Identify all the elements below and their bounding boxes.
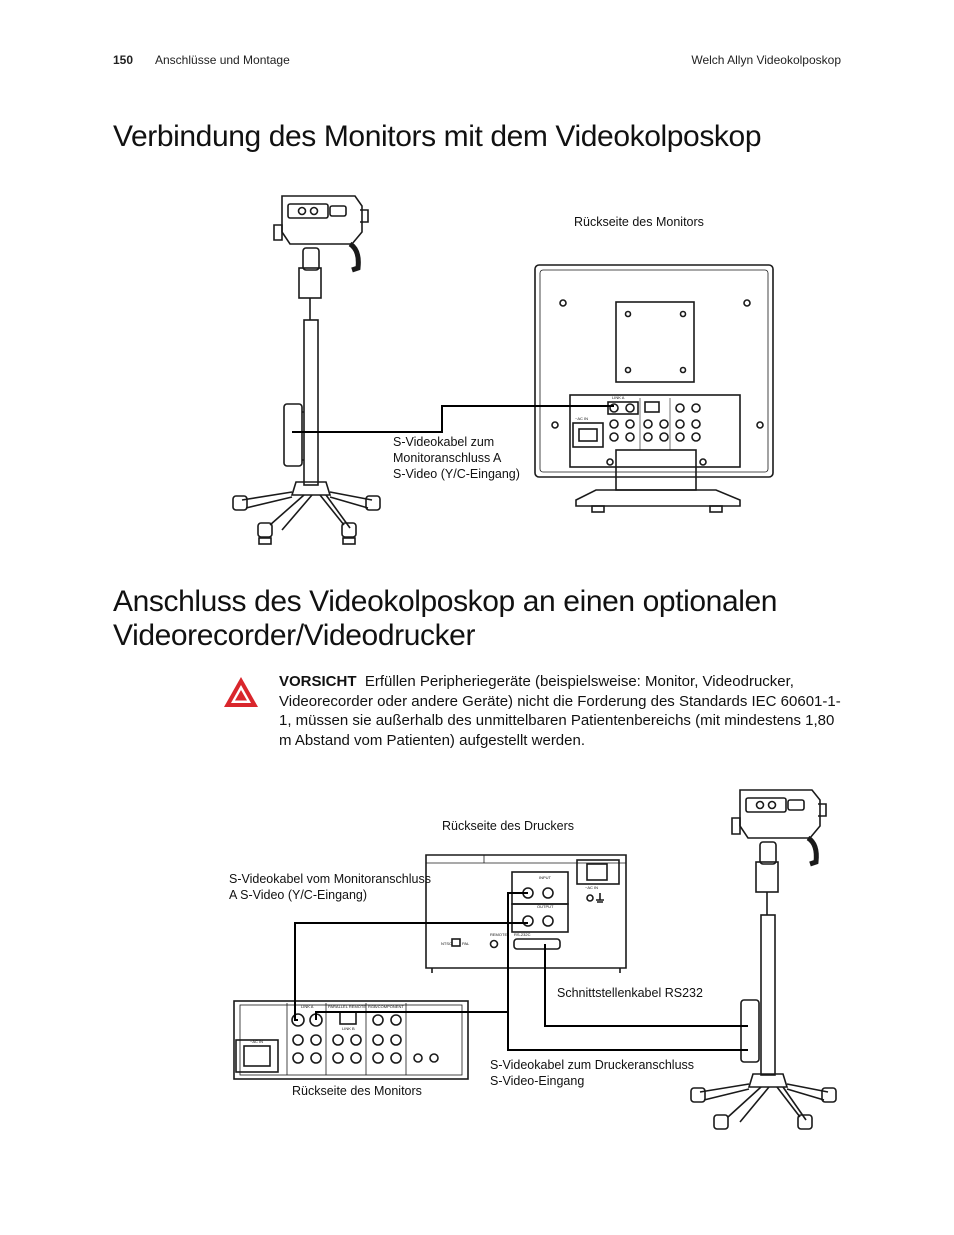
panel-label-input: INPUT bbox=[539, 875, 552, 880]
panel-label-pal: PAL bbox=[462, 941, 470, 946]
label-line: A S-Video (Y/C-Eingang) bbox=[229, 888, 368, 902]
colposcope-stand-2 bbox=[690, 789, 837, 1130]
label-cable-to-printer: S-Videokabel zum Druckeranschluss S-Vide… bbox=[490, 1057, 694, 1089]
label-line: S-Video-Eingang bbox=[490, 1074, 585, 1088]
label-cable-from-monitor: S-Videokabel vom Monitoranschluss A S-Vi… bbox=[229, 871, 431, 903]
panel-label-link-a-2: LINK A bbox=[301, 1004, 314, 1009]
label-monitor-back-1: Rückseite des Monitors bbox=[574, 215, 704, 229]
caution-note: VORSICHT Erfüllen Peripheriegeräte (beis… bbox=[279, 672, 844, 750]
section2-title-line1: Anschluss des Videokolposkop an einen op… bbox=[113, 585, 778, 618]
label-line: S-Videokabel vom Monitoranschluss bbox=[229, 872, 431, 886]
panel-label-output: OUTPUT bbox=[537, 904, 554, 909]
cable-svideo-to-printer bbox=[315, 892, 748, 1051]
header-section: Anschlüsse und Montage bbox=[155, 53, 290, 67]
warning-triangle-icon bbox=[224, 677, 258, 707]
panel-label-rgb-component: RGB/COMPONENT bbox=[368, 1004, 404, 1009]
label-line: S-Video (Y/C-Eingang) bbox=[393, 467, 520, 481]
panel-label-ac-in-monitor: ~AC IN bbox=[250, 1039, 263, 1044]
panel-label-link-a: LINK A bbox=[612, 395, 625, 400]
label-rs232-cable: Schnittstellenkabel RS232 bbox=[557, 986, 703, 1000]
panel-label-link-b: LINK B bbox=[342, 1026, 355, 1031]
figure-monitor-connection: LINK A ~AC IN bbox=[232, 195, 774, 545]
section1-title: Verbindung des Monitors mit dem Videokol… bbox=[113, 120, 762, 153]
panel-label-ac-in-printer: ~AC IN bbox=[585, 885, 598, 890]
panel-label-rs232c: RS-232C bbox=[514, 932, 531, 937]
label-monitor-back-2: Rückseite des Monitors bbox=[292, 1084, 422, 1098]
panel-label-remote: REMOTE bbox=[490, 932, 507, 937]
monitor-rear bbox=[534, 264, 774, 513]
section2-title-line2: Videorecorder/Videodrucker bbox=[113, 619, 476, 652]
caution-text: Erfüllen Peripheriegeräte (beispielsweis… bbox=[279, 673, 841, 749]
monitor-rear-bottom bbox=[233, 1000, 469, 1080]
label-line: Monitoranschluss A bbox=[393, 451, 502, 465]
panel-label-ac-in: ~AC IN bbox=[575, 416, 588, 421]
panel-label-parallel-remote: PARALLEL REMOTE bbox=[328, 1004, 366, 1009]
label-line: S-Videokabel zum bbox=[393, 435, 495, 449]
panel-label-ntsc: NTSC bbox=[441, 941, 452, 946]
cable-rs232 bbox=[544, 944, 748, 1027]
label-svideo-cable-1: S-Videokabel zum Monitoranschluss A S-Vi… bbox=[393, 434, 520, 482]
section2-title: Anschluss des Videokolposkop an einen op… bbox=[113, 585, 833, 653]
printer-rear bbox=[425, 854, 627, 973]
label-printer-back: Rückseite des Druckers bbox=[442, 819, 574, 833]
cable-monitor-to-printer bbox=[294, 922, 528, 1021]
label-line: S-Videokabel zum Druckeranschluss bbox=[490, 1058, 695, 1072]
caution-label: VORSICHT bbox=[279, 673, 357, 690]
header-doc-title: Welch Allyn Videokolposkop bbox=[691, 53, 841, 67]
page-number: 150 bbox=[113, 53, 134, 67]
colposcope-stand bbox=[232, 195, 381, 545]
svideo-cable bbox=[292, 405, 614, 433]
